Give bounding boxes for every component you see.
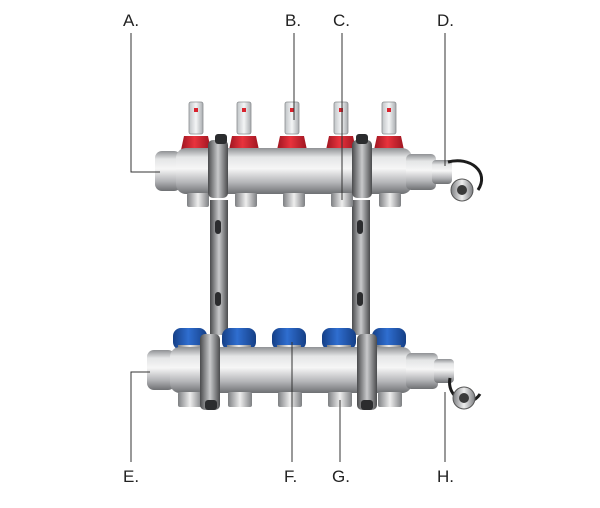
mounting-bracket-left [210,200,228,335]
leader-lines [130,33,446,462]
return-end-vent-valve [448,377,482,410]
flowmeter [229,101,259,150]
label-f: F. [284,467,298,486]
label-e: E. [123,467,140,486]
leader-line-a [130,33,160,173]
supply-manifold-bar [155,148,452,194]
leader-line-e [130,371,150,462]
flowmeter [181,101,211,150]
flowmeter [326,101,356,150]
label-h: H. [437,467,454,486]
flowmeter [277,101,307,150]
label-a: A. [123,11,140,30]
mounting-bracket-right [352,200,370,335]
flowmeter [374,101,404,150]
return-outlet-fittings [178,392,402,407]
flowmeter-row [181,101,404,150]
return-manifold-bar [147,347,454,393]
return-bracket-clamps [200,334,377,410]
label-g: G. [332,467,350,486]
label-b: B. [285,11,302,30]
label-d: D. [437,11,454,30]
supply-outlet-fittings [187,193,401,207]
supply-end-vent-valve [447,159,484,202]
label-c: C. [333,11,350,30]
supply-bracket-clamps [208,134,372,198]
